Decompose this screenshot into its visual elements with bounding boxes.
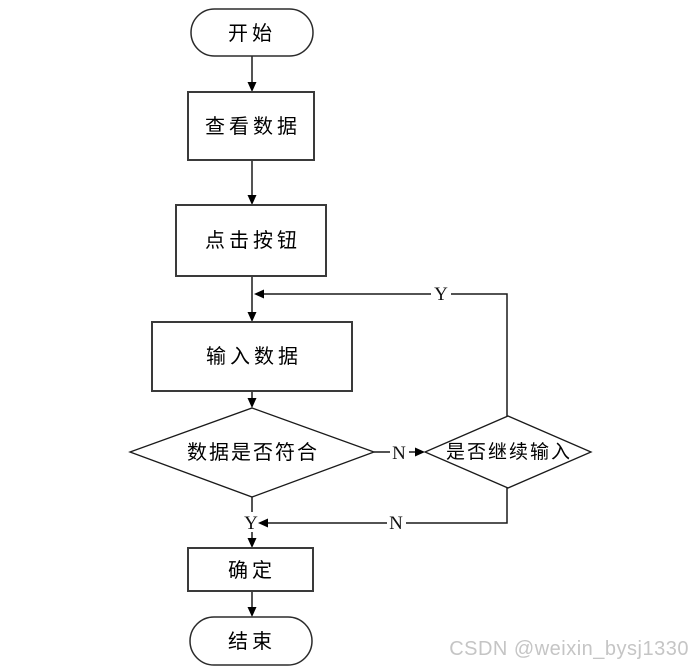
arrowhead-yes-loop bbox=[254, 289, 264, 299]
arrowhead-into-end bbox=[247, 607, 257, 617]
edge-label-bg bbox=[387, 513, 406, 532]
arrowhead-no-loop bbox=[258, 518, 268, 528]
node-view-data-shape bbox=[187, 91, 315, 161]
connector-continueinput-no-loop bbox=[268, 488, 508, 524]
node-continue-input-label: 是否继续输入 bbox=[446, 441, 572, 463]
edge-label-bg bbox=[390, 443, 409, 462]
edge-label-valid-no: N bbox=[392, 443, 406, 464]
node-start-shape bbox=[190, 8, 314, 57]
node-confirm-label: 确定 bbox=[228, 559, 276, 582]
arrowhead-into-inputdata bbox=[247, 312, 257, 322]
arrowhead-into-continueinput bbox=[415, 447, 425, 457]
node-continue-input-shape bbox=[423, 415, 593, 489]
node-view-data-label: 查看数据 bbox=[205, 115, 301, 138]
arrowhead-into-datavalid bbox=[247, 398, 257, 408]
node-end-shape bbox=[189, 616, 313, 666]
edge-label-continue-yes: Y bbox=[434, 284, 448, 305]
arrowhead-into-confirm bbox=[247, 538, 257, 548]
node-data-valid-label: 数据是否符合 bbox=[187, 441, 319, 464]
node-click-button-shape bbox=[175, 204, 327, 277]
edge-label-valid-yes: Y bbox=[244, 513, 258, 534]
node-input-data-label: 输入数据 bbox=[206, 345, 302, 368]
node-end-label: 结束 bbox=[228, 630, 276, 653]
node-click-button-label: 点击按钮 bbox=[205, 229, 301, 252]
arrowhead-into-clickbutton bbox=[247, 195, 257, 205]
edge-label-bg bbox=[431, 283, 451, 303]
node-input-data-shape bbox=[151, 321, 353, 392]
watermark-text: CSDN @weixin_bysj1330 bbox=[449, 638, 689, 660]
arrowhead-into-viewdata bbox=[247, 82, 257, 92]
node-start-label: 开始 bbox=[228, 22, 276, 45]
node-data-valid-shape bbox=[128, 407, 376, 498]
connector-continueinput-yes-loop bbox=[264, 293, 508, 416]
edge-label-continue-no: N bbox=[389, 513, 403, 534]
node-confirm-shape bbox=[187, 547, 314, 592]
